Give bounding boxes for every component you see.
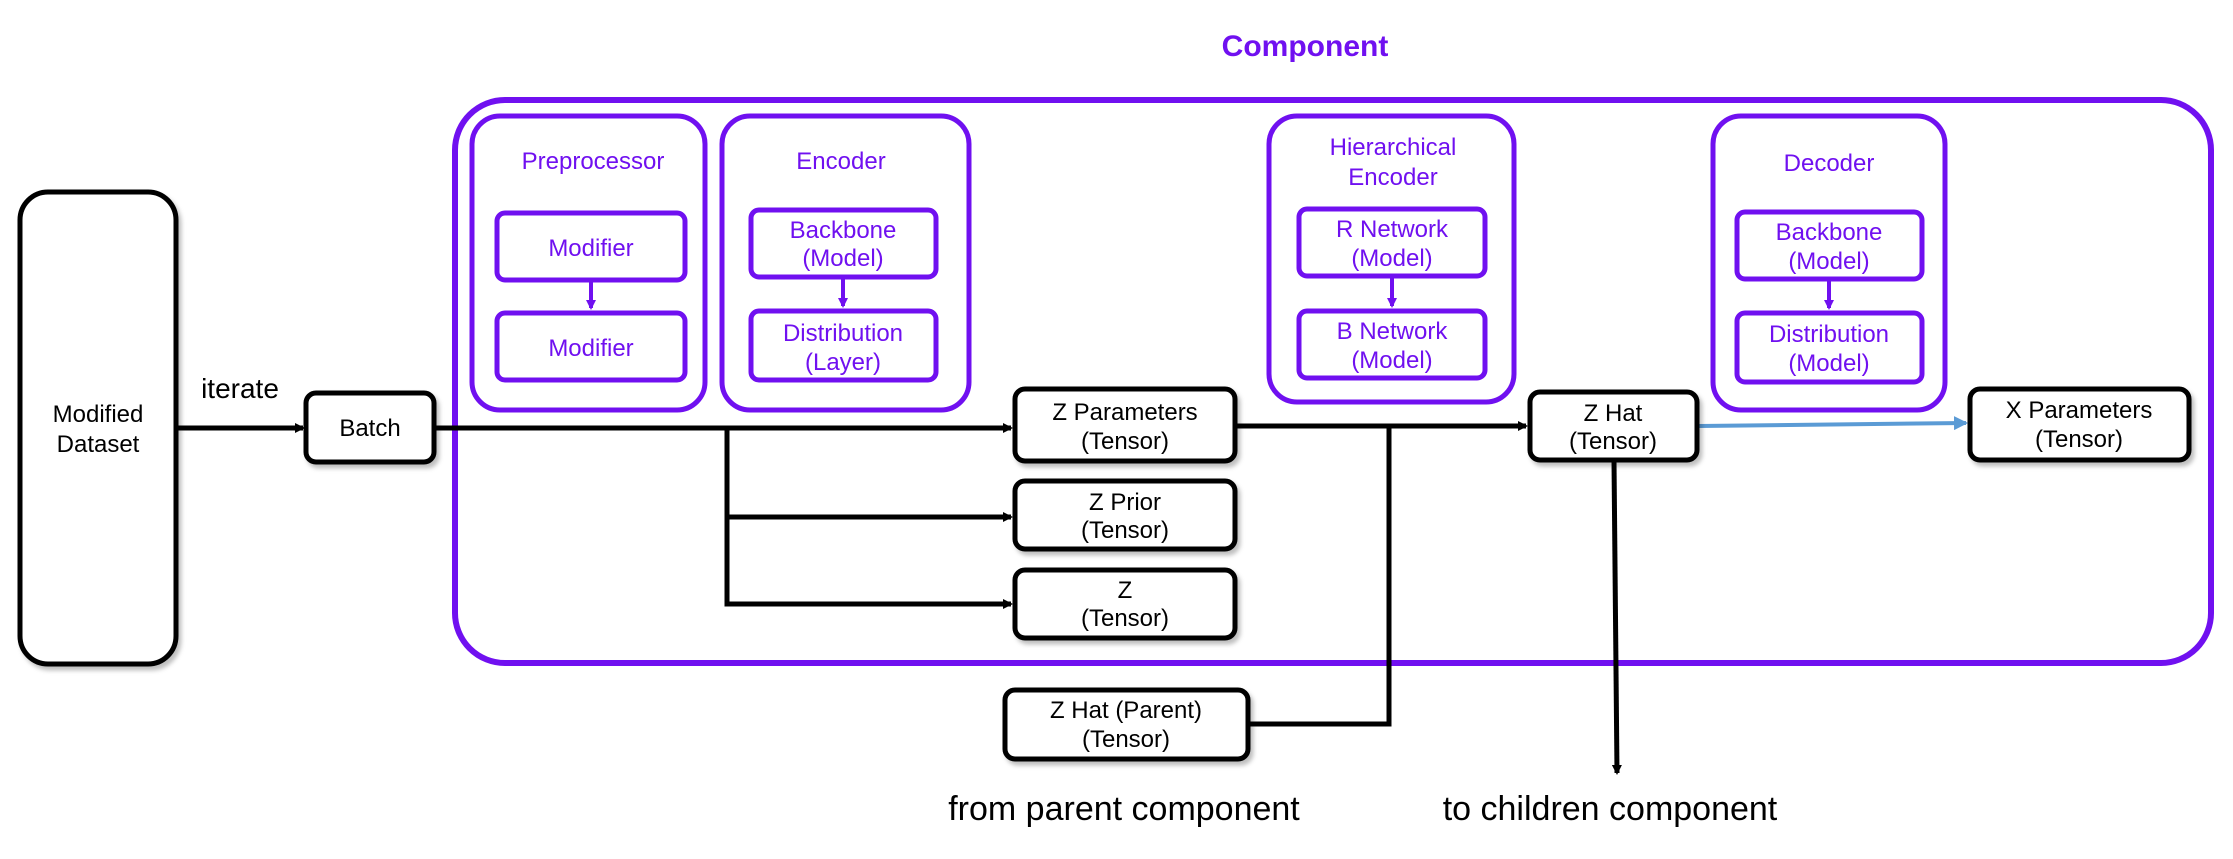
z-hat-node bbox=[1527, 389, 1700, 463]
z-parameters-label-2: (Tensor) bbox=[1081, 428, 1169, 455]
encoder-backbone bbox=[748, 207, 939, 280]
z-label-2: (Tensor) bbox=[1081, 605, 1169, 632]
from-parent-label: from parent component bbox=[948, 790, 1300, 828]
z-parameters-node bbox=[1012, 386, 1238, 464]
x-parameters-label-1: X Parameters bbox=[2006, 397, 2153, 424]
batch-node bbox=[303, 390, 437, 465]
edge-batch-to-z bbox=[724, 517, 1013, 609]
decoder-backbone bbox=[1734, 209, 1925, 282]
z-hat-parent-node bbox=[1002, 687, 1251, 762]
z-hat-label-1: Z Hat bbox=[1584, 400, 1643, 427]
hierarchical-encoder-title-1: Hierarchical bbox=[1330, 134, 1457, 161]
encoder-title: Encoder bbox=[796, 148, 885, 175]
modified-dataset-label-1: Modified bbox=[53, 401, 144, 428]
decoder-distribution-label-1: Distribution bbox=[1769, 321, 1889, 348]
encoder-distribution bbox=[748, 308, 939, 383]
preprocessor-modifier-2-label: Modifier bbox=[548, 335, 633, 362]
preprocessor-modifier-1-label: Modifier bbox=[548, 235, 633, 262]
z-label-1: Z bbox=[1118, 577, 1133, 604]
r-network-label-1: R Network bbox=[1336, 216, 1449, 243]
decoder-title: Decoder bbox=[1784, 150, 1875, 177]
z-hat-parent-label-1: Z Hat (Parent) bbox=[1050, 697, 1202, 724]
component-container bbox=[452, 97, 2214, 666]
z-prior-label-2: (Tensor) bbox=[1081, 517, 1169, 544]
b-network bbox=[1296, 308, 1488, 381]
to-children-label: to children component bbox=[1443, 790, 1778, 828]
x-parameters-node bbox=[1967, 386, 2192, 463]
z-node bbox=[1012, 567, 1238, 641]
z-prior-node bbox=[1012, 478, 1238, 552]
b-network-label-1: B Network bbox=[1337, 318, 1449, 345]
decoder-backbone-label-1: Backbone bbox=[1776, 219, 1883, 246]
z-parameters-label-1: Z Parameters bbox=[1052, 399, 1197, 426]
encoder-distribution-label-1: Distribution bbox=[783, 320, 903, 347]
modified-dataset-node bbox=[17, 189, 179, 667]
edge-z-hat-to-x-parameters bbox=[1698, 416, 1968, 431]
encoder-backbone-label-2: (Model) bbox=[802, 245, 883, 272]
iterate-label: iterate bbox=[201, 373, 279, 404]
b-network-label-2: (Model) bbox=[1351, 347, 1432, 374]
decoder-distribution bbox=[1734, 310, 1925, 385]
r-network-label-2: (Model) bbox=[1351, 245, 1432, 272]
decoder-backbone-label-2: (Model) bbox=[1788, 248, 1869, 275]
preprocessor-title: Preprocessor bbox=[522, 148, 665, 175]
x-parameters-label-2: (Tensor) bbox=[2035, 426, 2123, 453]
z-hat-label-2: (Tensor) bbox=[1569, 428, 1657, 455]
encoder-backbone-label-1: Backbone bbox=[790, 217, 897, 244]
decoder-distribution-label-2: (Model) bbox=[1788, 350, 1869, 377]
hierarchical-encoder-title-2: Encoder bbox=[1348, 164, 1437, 191]
modified-dataset-label-2: Dataset bbox=[57, 431, 140, 458]
r-network bbox=[1296, 206, 1488, 279]
edge-z-hat-parent-to-z-hat bbox=[1249, 426, 1392, 727]
component-title: Component bbox=[1222, 30, 1389, 63]
batch-label: Batch bbox=[339, 415, 400, 442]
z-prior-label-1: Z Prior bbox=[1089, 489, 1161, 516]
z-hat-parent-label-2: (Tensor) bbox=[1082, 726, 1170, 753]
preprocessor-modifier-2 bbox=[494, 310, 688, 383]
preprocessor-modifier-1 bbox=[494, 210, 688, 283]
edge-z-hat-to-children bbox=[1611, 460, 1622, 775]
encoder-distribution-label-2: (Layer) bbox=[805, 349, 881, 376]
edge-batch-to-z-prior bbox=[724, 428, 1013, 522]
